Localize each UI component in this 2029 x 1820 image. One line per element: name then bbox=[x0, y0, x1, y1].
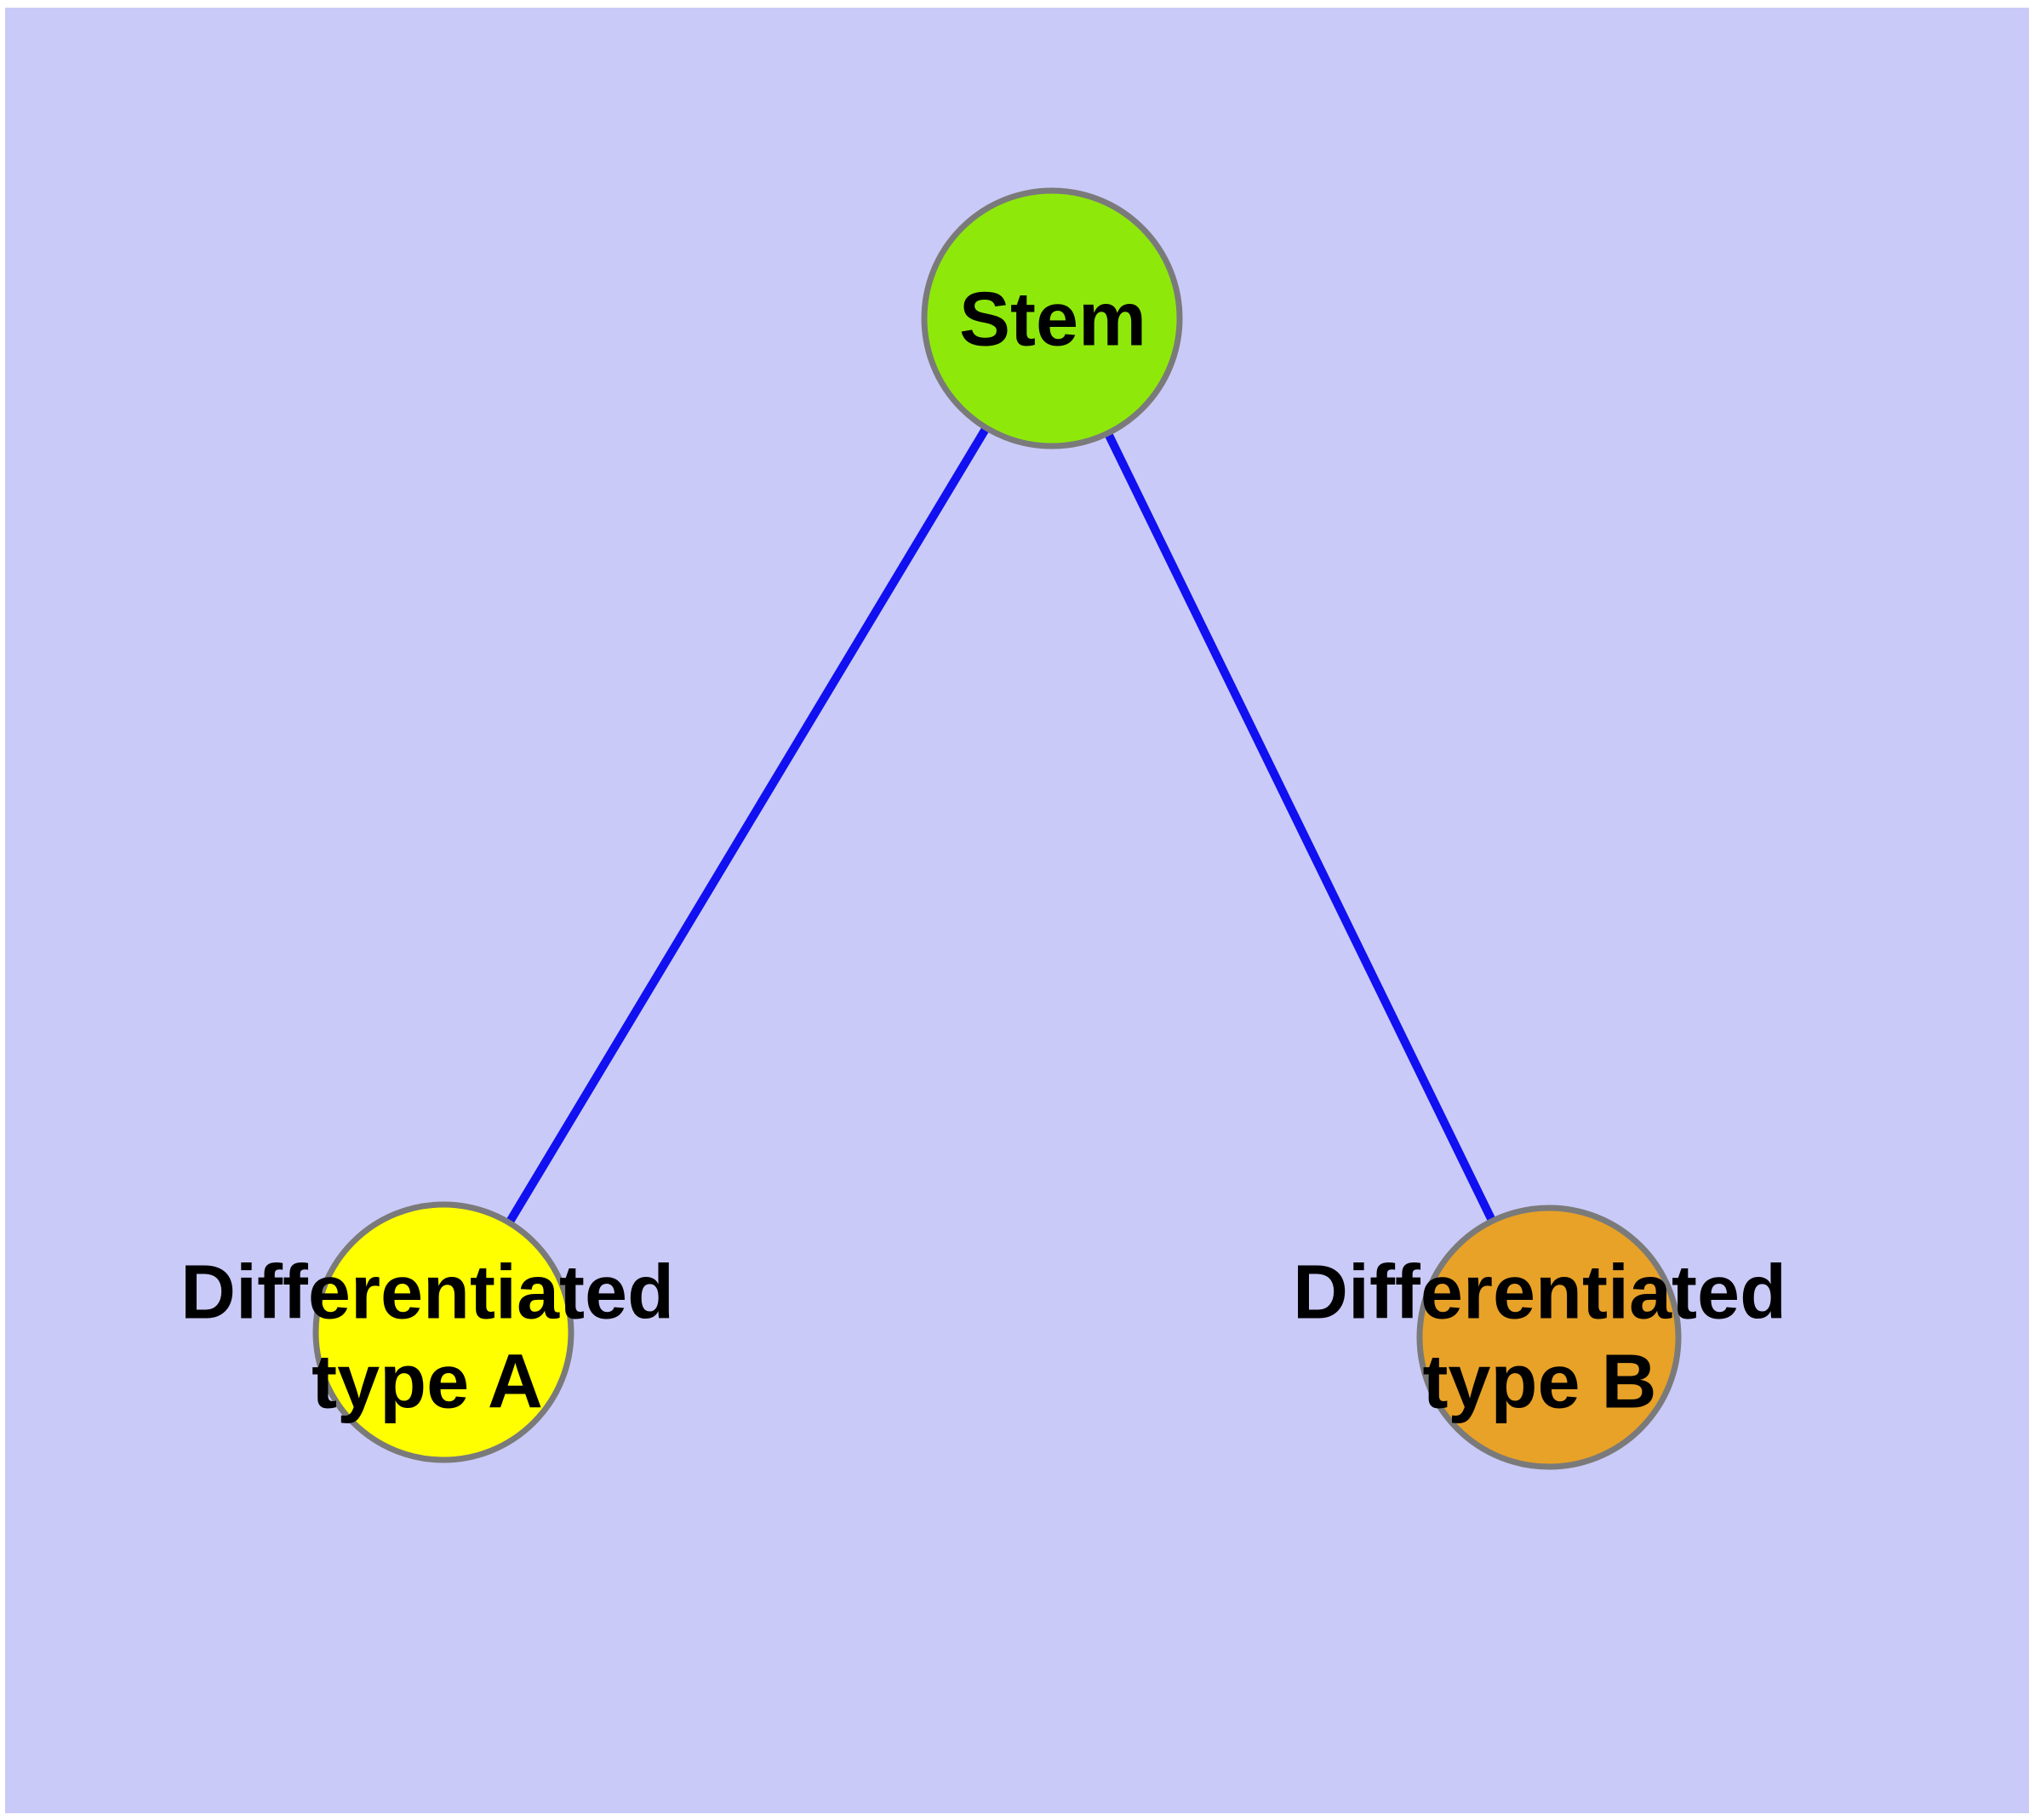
node-type-b-label: Differentiated type B bbox=[1293, 1249, 1786, 1428]
edge-stem-to-type-a bbox=[439, 316, 1056, 1335]
node-type-b-label-line2: type B bbox=[1422, 1340, 1657, 1425]
node-type-a-label: Differentiated type A bbox=[180, 1249, 674, 1428]
node-stem-label-line: Stem bbox=[958, 277, 1147, 363]
node-stem-label: Stem bbox=[959, 275, 1146, 364]
node-type-b-label-line1: Differentiated bbox=[1292, 1250, 1787, 1336]
node-type-b-circle bbox=[1416, 1205, 1682, 1470]
node-stem-circle bbox=[921, 187, 1183, 449]
node-type-a-label-line1: Differentiated bbox=[180, 1250, 675, 1336]
node-type-a-circle bbox=[312, 1201, 574, 1463]
node-type-a-label-line2: type A bbox=[311, 1340, 543, 1425]
edge-stem-to-type-b bbox=[1048, 316, 1553, 1340]
